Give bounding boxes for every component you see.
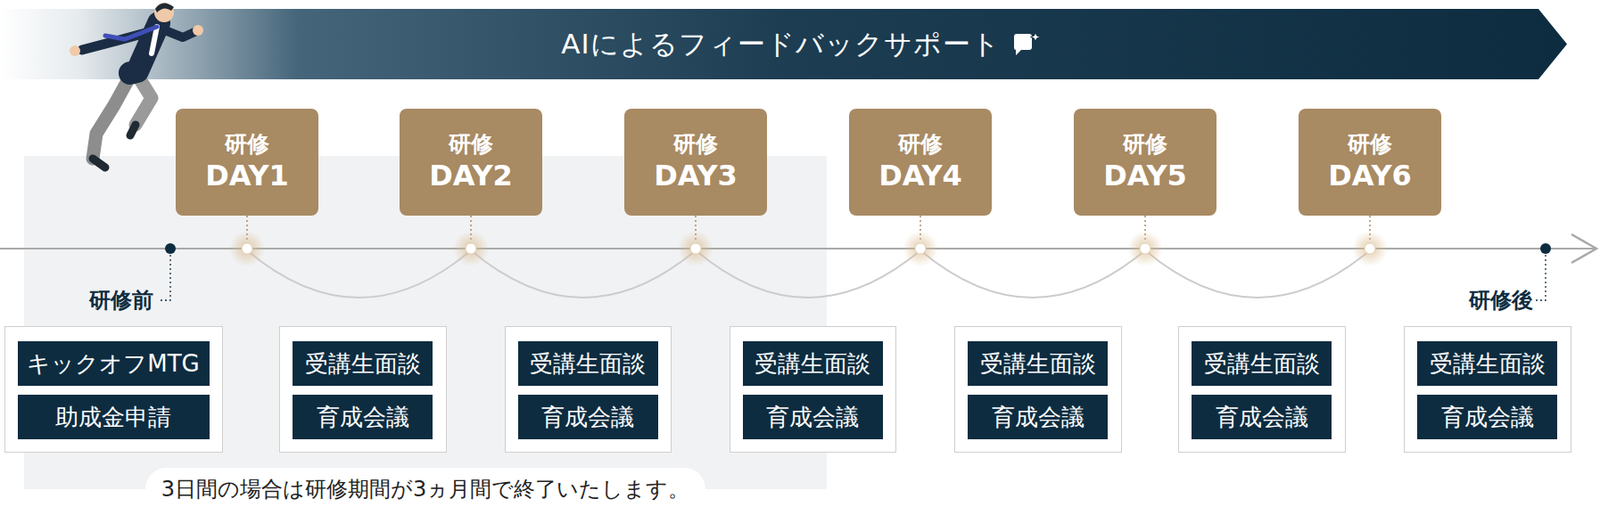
day-number: DAY6	[1327, 157, 1412, 194]
day-number: DAY2	[428, 157, 513, 194]
activity-box: 受講生面談	[518, 341, 659, 387]
activity-label: 育成会議	[1441, 402, 1535, 434]
activity-box: 助成金申請	[17, 395, 210, 440]
day-heading: 研修	[224, 131, 270, 158]
activity-box: 受講生面談	[292, 341, 433, 387]
phase-label: 研修前	[89, 286, 154, 315]
activity-group-box: 受講生面談育成会議	[1403, 326, 1572, 454]
axis-arrowhead	[1571, 234, 1597, 264]
activity-box: 育成会議	[967, 395, 1108, 440]
day-number: DAY5	[1103, 157, 1188, 194]
activity-box: 育成会議	[1191, 395, 1332, 440]
day-number: DAY4	[878, 157, 963, 194]
activity-label: 育成会議	[991, 402, 1085, 434]
activity-box: 受講生面談	[742, 341, 883, 387]
day-arcs	[247, 250, 1370, 298]
activity-box: 受講生面談	[967, 341, 1108, 387]
training-day-box: 研修DAY1	[175, 108, 319, 216]
activity-box: キックオフMTG	[17, 341, 210, 387]
activity-box: 育成会議	[292, 395, 433, 440]
activity-label: キックオフMTG	[26, 348, 199, 380]
activity-box: 受講生面談	[1417, 341, 1558, 387]
activity-group-box: キックオフMTG 助成金申請	[4, 326, 223, 454]
activity-label: 受講生面談	[305, 348, 421, 380]
phase-label: 研修後	[1468, 286, 1534, 315]
activity-box: 育成会議	[518, 395, 659, 440]
activity-label: 育成会議	[766, 402, 859, 434]
training-day-box: 研修DAY5	[1073, 108, 1217, 216]
training-day-box: 研修DAY2	[399, 108, 543, 216]
pre-post-markers	[158, 243, 1551, 301]
activity-label: 受講生面談	[1204, 348, 1320, 380]
activity-label: 受講生面談	[754, 348, 871, 380]
activity-label: 助成金申請	[55, 402, 172, 434]
day-heading: 研修	[1347, 131, 1393, 158]
training-day-box: 研修DAY6	[1298, 108, 1442, 216]
activity-group-box: 受講生面談育成会議	[954, 326, 1122, 454]
activity-label: 育成会議	[1215, 402, 1309, 434]
chat-icon	[1011, 31, 1042, 58]
activity-box: 受講生面談	[1191, 341, 1332, 387]
day-heading: 研修	[448, 131, 494, 158]
activity-label: 育成会議	[541, 402, 635, 434]
day-number: DAY1	[205, 157, 289, 194]
day-number: DAY3	[653, 157, 738, 194]
activity-group-box: 受講生面談育成会議	[1178, 326, 1346, 454]
note-pill: 3日間の場合は研修期間が3ヵ月間で終了いたします。	[145, 468, 707, 512]
day-heading: 研修	[1122, 131, 1168, 158]
activity-group-box: 受講生面談育成会議	[279, 326, 447, 454]
activity-label: 受講生面談	[980, 348, 1097, 380]
day-heading: 研修	[898, 131, 943, 158]
activity-box: 育成会議	[742, 395, 883, 440]
activity-label: 受講生面談	[1429, 348, 1546, 380]
training-day-box: 研修DAY4	[849, 108, 992, 216]
activity-box: 育成会議	[1417, 395, 1558, 440]
day-leaders	[247, 215, 1370, 242]
activity-group-box: 受講生面談育成会議	[504, 326, 672, 454]
activity-label: 受講生面談	[529, 348, 646, 380]
day-dots	[229, 230, 1388, 267]
day-heading: 研修	[673, 131, 718, 158]
training-day-box: 研修DAY3	[624, 108, 768, 216]
banner-title: AIによるフィードバックサポート	[560, 25, 1000, 64]
support-banner: AIによるフィードバックサポート	[0, 8, 1568, 80]
activity-group-box: 受講生面談育成会議	[729, 326, 897, 454]
activity-label: 育成会議	[316, 402, 410, 434]
